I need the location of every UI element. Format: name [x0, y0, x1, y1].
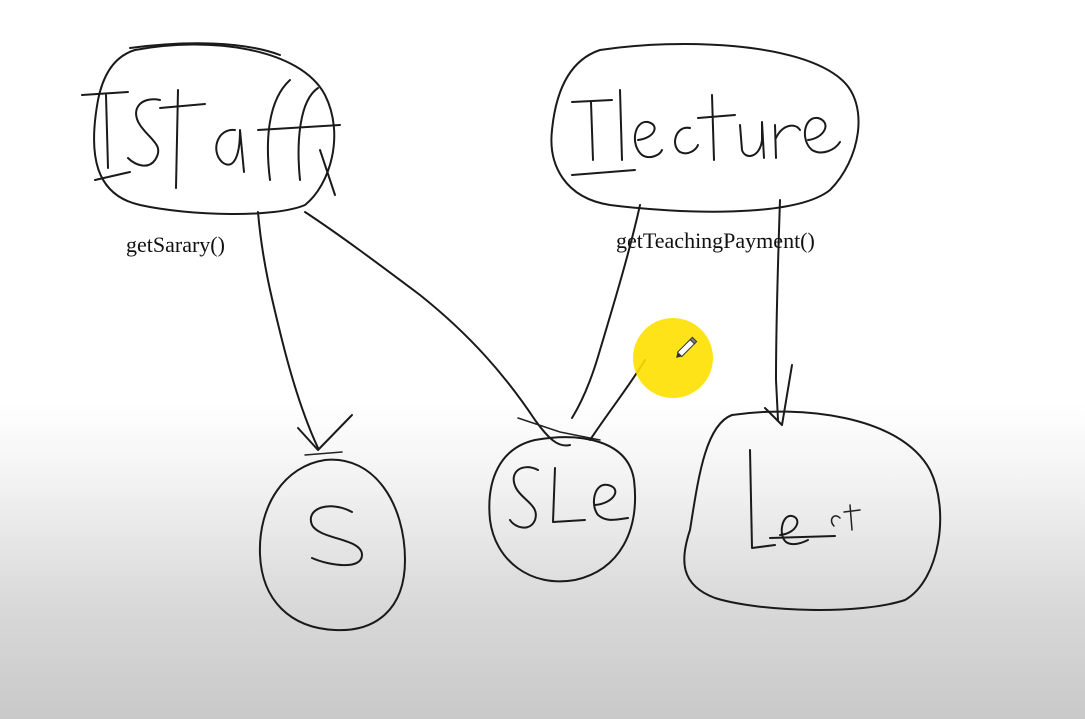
edge-ilecture-to-lect — [775, 199, 781, 421]
pen-cursor — [633, 318, 713, 398]
edge-istaff-to-sle — [304, 211, 571, 447]
node-sle-handwriting — [509, 466, 629, 529]
node-ilecture-outline — [550, 43, 860, 213]
node-ilecture-handwriting — [571, 89, 841, 176]
method-label-getteachingpayment: getTeachingPayment() — [616, 228, 815, 253]
edge-istaff-to-s — [257, 211, 319, 449]
node-lect-outline — [683, 410, 942, 611]
edge-istaff-to-s-arrowhead — [297, 414, 353, 451]
node-istaff-handwriting — [81, 79, 341, 196]
node-s — [258, 458, 406, 632]
node-sle — [488, 436, 636, 583]
node-istaff-outline — [93, 43, 336, 216]
node-lect — [683, 410, 942, 611]
node-ilecture — [550, 43, 860, 213]
cursor-highlight — [633, 318, 713, 398]
node-istaff-outline-overstroke — [129, 42, 281, 56]
node-sle-outline — [488, 436, 636, 583]
node-s-handwriting — [309, 505, 363, 567]
connectors — [257, 199, 793, 456]
method-label-getsarary: getSarary() — [126, 232, 225, 257]
node-s-outline — [258, 458, 406, 632]
edge-ilecture-to-sle — [571, 204, 641, 419]
edge-ilecture-to-lect-arrowhead — [764, 364, 793, 426]
node-lect-handwriting — [749, 449, 861, 549]
pencil-icon — [676, 336, 698, 358]
node-istaff — [81, 42, 341, 216]
